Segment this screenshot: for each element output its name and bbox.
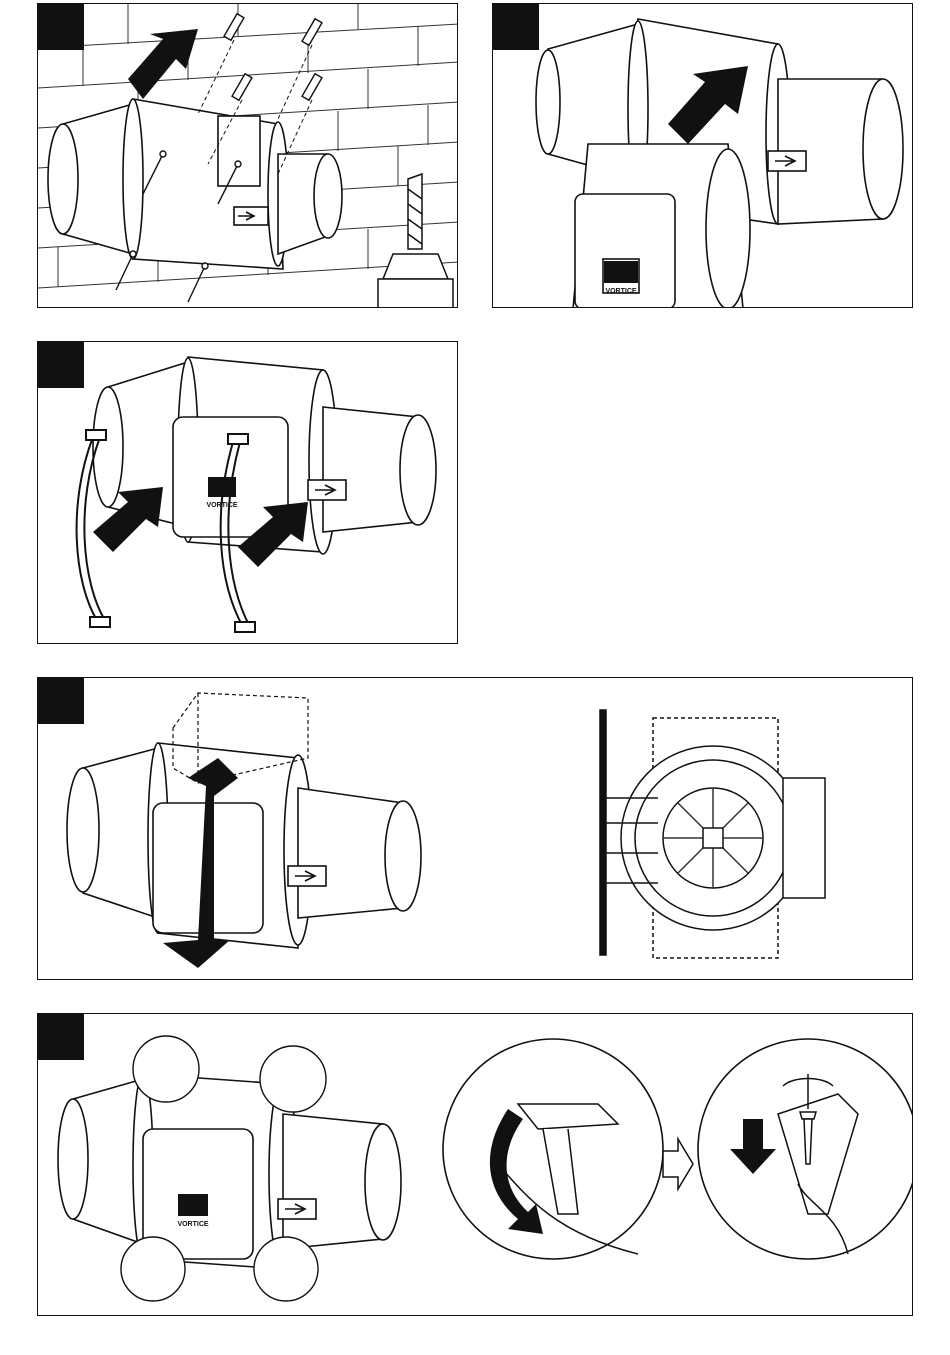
step-number-tab (38, 342, 84, 388)
vortice-logo: VORTICE (177, 1194, 208, 1228)
panel-step-1 (37, 3, 458, 308)
step-number-tab (38, 4, 84, 50)
motor-unit (573, 144, 750, 308)
arrow-up-right-icon (128, 29, 198, 99)
step-1-illustration (38, 4, 458, 308)
duct-fan-assembled (58, 1074, 401, 1269)
panel-step-4 (37, 677, 913, 980)
side-view-wall-mount (600, 710, 825, 958)
next-step-arrow-icon (663, 1139, 693, 1189)
step-3-illustration: VORTICE (38, 342, 458, 644)
panel-step-5: VORTICE (37, 1013, 913, 1316)
vortice-logo: VORTICE (604, 261, 638, 295)
step-number-tab (493, 4, 539, 50)
drill-bit-icon (378, 174, 453, 308)
step-number-tab (38, 1014, 84, 1060)
duct-fan-rotated (67, 743, 421, 948)
wall-plug-icon (224, 14, 322, 101)
panel-step-2: VORTICE (492, 3, 913, 308)
panel-step-3: VORTICE (37, 341, 458, 644)
step-number-tab (38, 678, 84, 724)
duct-fan-shell (48, 99, 342, 269)
step-2-illustration: VORTICE (493, 4, 913, 308)
step-4-illustration (38, 678, 913, 980)
step-5-illustration: VORTICE (38, 1014, 913, 1316)
logo-text: VORTICE (605, 288, 636, 295)
logo-text: VORTICE (177, 1221, 208, 1228)
